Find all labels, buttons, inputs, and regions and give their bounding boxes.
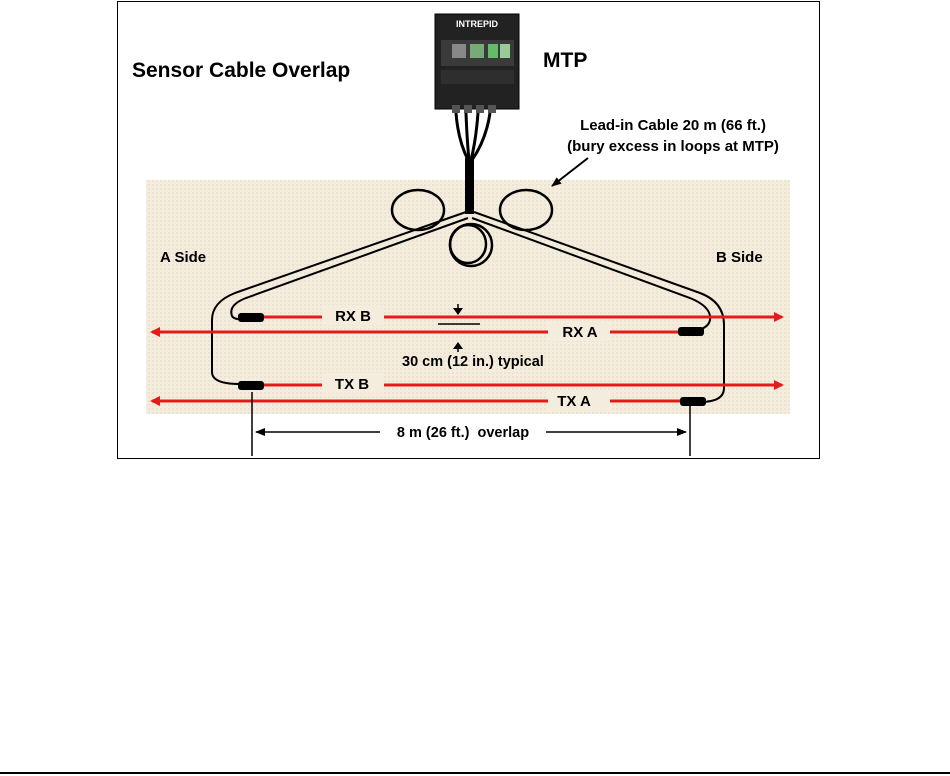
lead-in-label-line1: Lead-in Cable 20 m (66 ft.) — [580, 117, 766, 134]
tx-b-termination — [238, 381, 264, 390]
ground-area — [146, 180, 790, 414]
tx-a-label: TX A — [557, 393, 591, 410]
rx-a-label: RX A — [562, 324, 597, 341]
mtp-brand-text: INTREPID — [456, 19, 499, 29]
rx-a-termination — [678, 327, 704, 336]
b-side-label: B Side — [716, 249, 763, 266]
spacing-label: 30 cm (12 in.) typical — [402, 354, 544, 370]
mtp-processor: INTREPID — [435, 14, 519, 113]
rx-b-termination — [238, 313, 264, 322]
tx-a-termination — [680, 397, 706, 406]
tx-b-label: TX B — [335, 376, 369, 393]
mtp-label: MTP — [543, 49, 587, 72]
page-bottom-rule — [0, 772, 950, 774]
rx-b-label: RX B — [335, 308, 371, 325]
diagram-title: Sensor Cable Overlap — [132, 59, 350, 82]
overlap-label: 8 m (26 ft.) overlap — [397, 425, 529, 441]
a-side-label: A Side — [160, 249, 206, 266]
lead-in-label-line2: (bury excess in loops at MTP) — [567, 138, 779, 155]
